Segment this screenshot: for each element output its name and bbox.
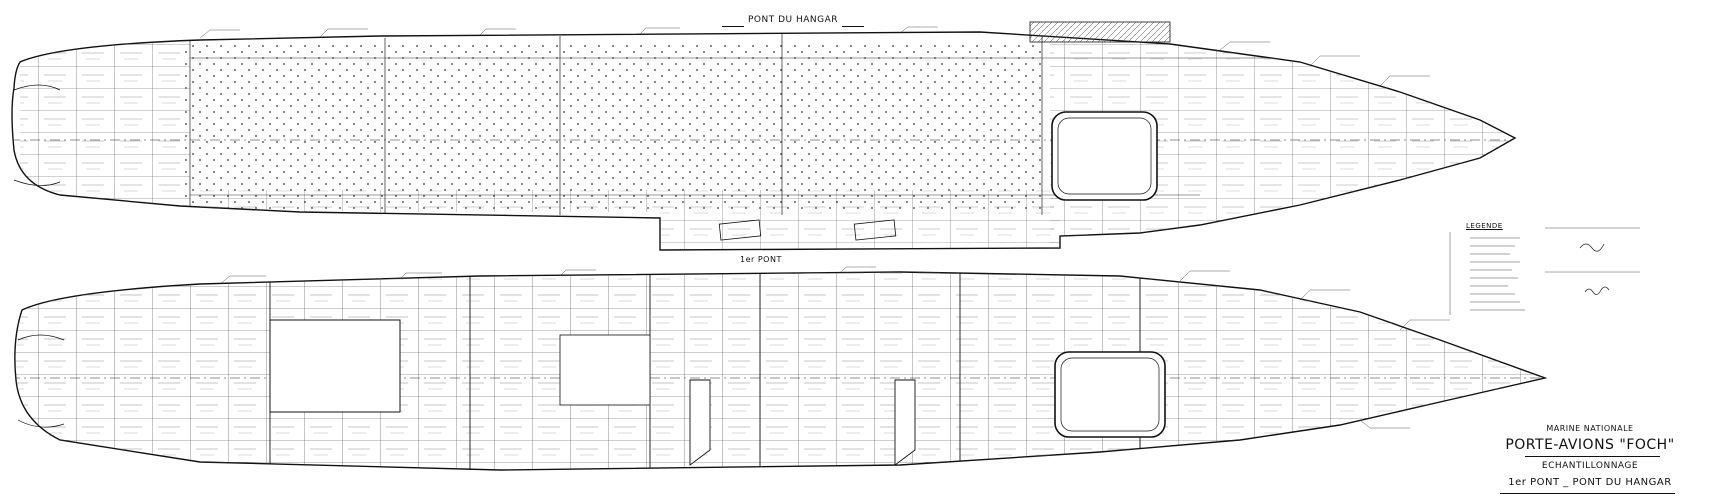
hangar-deck-title: PONT DU HANGAR <box>748 15 839 25</box>
drawing-sheet <box>11 21 1640 471</box>
title-block-line4: 1er PONT _ PONT DU HANGAR <box>1508 477 1672 488</box>
hangar-deck-plan <box>11 21 1517 251</box>
signature-marks <box>1545 227 1640 295</box>
first-deck-title: 1er PONT <box>740 255 782 264</box>
title-rule-right <box>842 26 864 27</box>
title-block-line2: PORTE-AVIONS "FOCH" <box>1505 437 1675 453</box>
legend-title: LEGENDE <box>1466 222 1503 230</box>
deck-plan-drawing <box>11 21 1640 471</box>
title-block-line3: ECHANTILLONNAGE <box>1541 461 1639 471</box>
legend-block <box>1449 232 1525 315</box>
first-deck-plan <box>14 271 1548 471</box>
title-block-rule <box>1525 456 1660 457</box>
title-rule-left <box>722 26 744 27</box>
title-block-underline <box>1500 493 1675 494</box>
title-block-line1: MARINE NATIONALE <box>1546 424 1634 433</box>
